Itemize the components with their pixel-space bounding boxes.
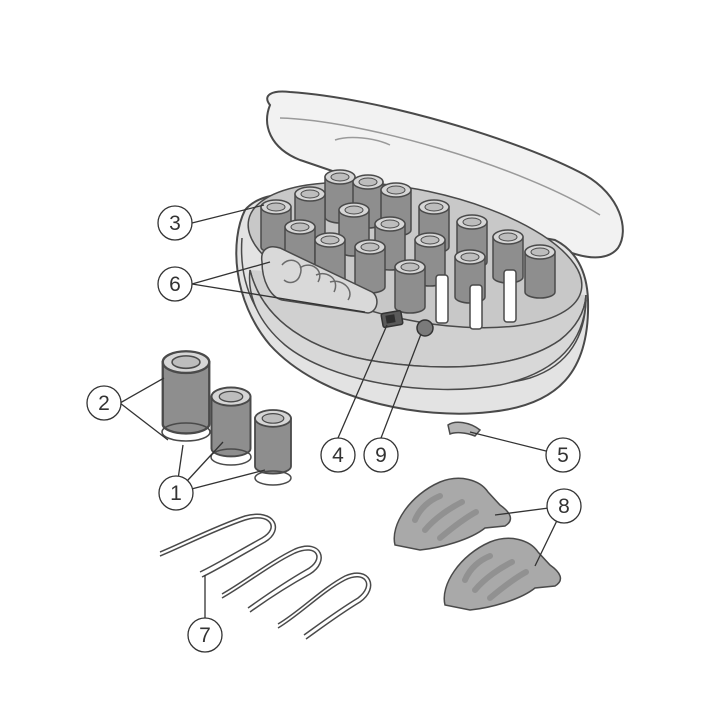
callout-3-label: 3: [169, 212, 181, 235]
callout-6: 6: [157, 266, 193, 302]
callout-3: 3: [157, 205, 193, 241]
callout-4: 4: [320, 437, 356, 473]
callout-1-label: 1: [170, 482, 182, 505]
hair-clips: [393, 477, 562, 611]
callout-7: 7: [187, 617, 223, 653]
callout-5: 5: [545, 437, 581, 473]
callout-9-label: 9: [375, 444, 387, 467]
callout-7-label: 7: [199, 624, 211, 647]
loose-rollers: [161, 350, 292, 486]
callout-2: 2: [86, 385, 122, 421]
callout-6-label: 6: [169, 273, 181, 296]
case-lid: [266, 90, 624, 259]
pin-storage-tray: [260, 246, 378, 314]
callout-2-label: 2: [98, 392, 110, 415]
power-switch: [380, 309, 404, 329]
callout-9: 9: [363, 437, 399, 473]
callout-8: 8: [546, 488, 582, 524]
u-pins: [159, 513, 372, 640]
callout-4-label: 4: [332, 444, 344, 467]
callout-8-label: 8: [558, 495, 570, 518]
callout-5-label: 5: [557, 444, 569, 467]
indicator-light: [416, 319, 434, 337]
callout-1: 1: [158, 475, 194, 511]
white-pins: [435, 269, 517, 330]
